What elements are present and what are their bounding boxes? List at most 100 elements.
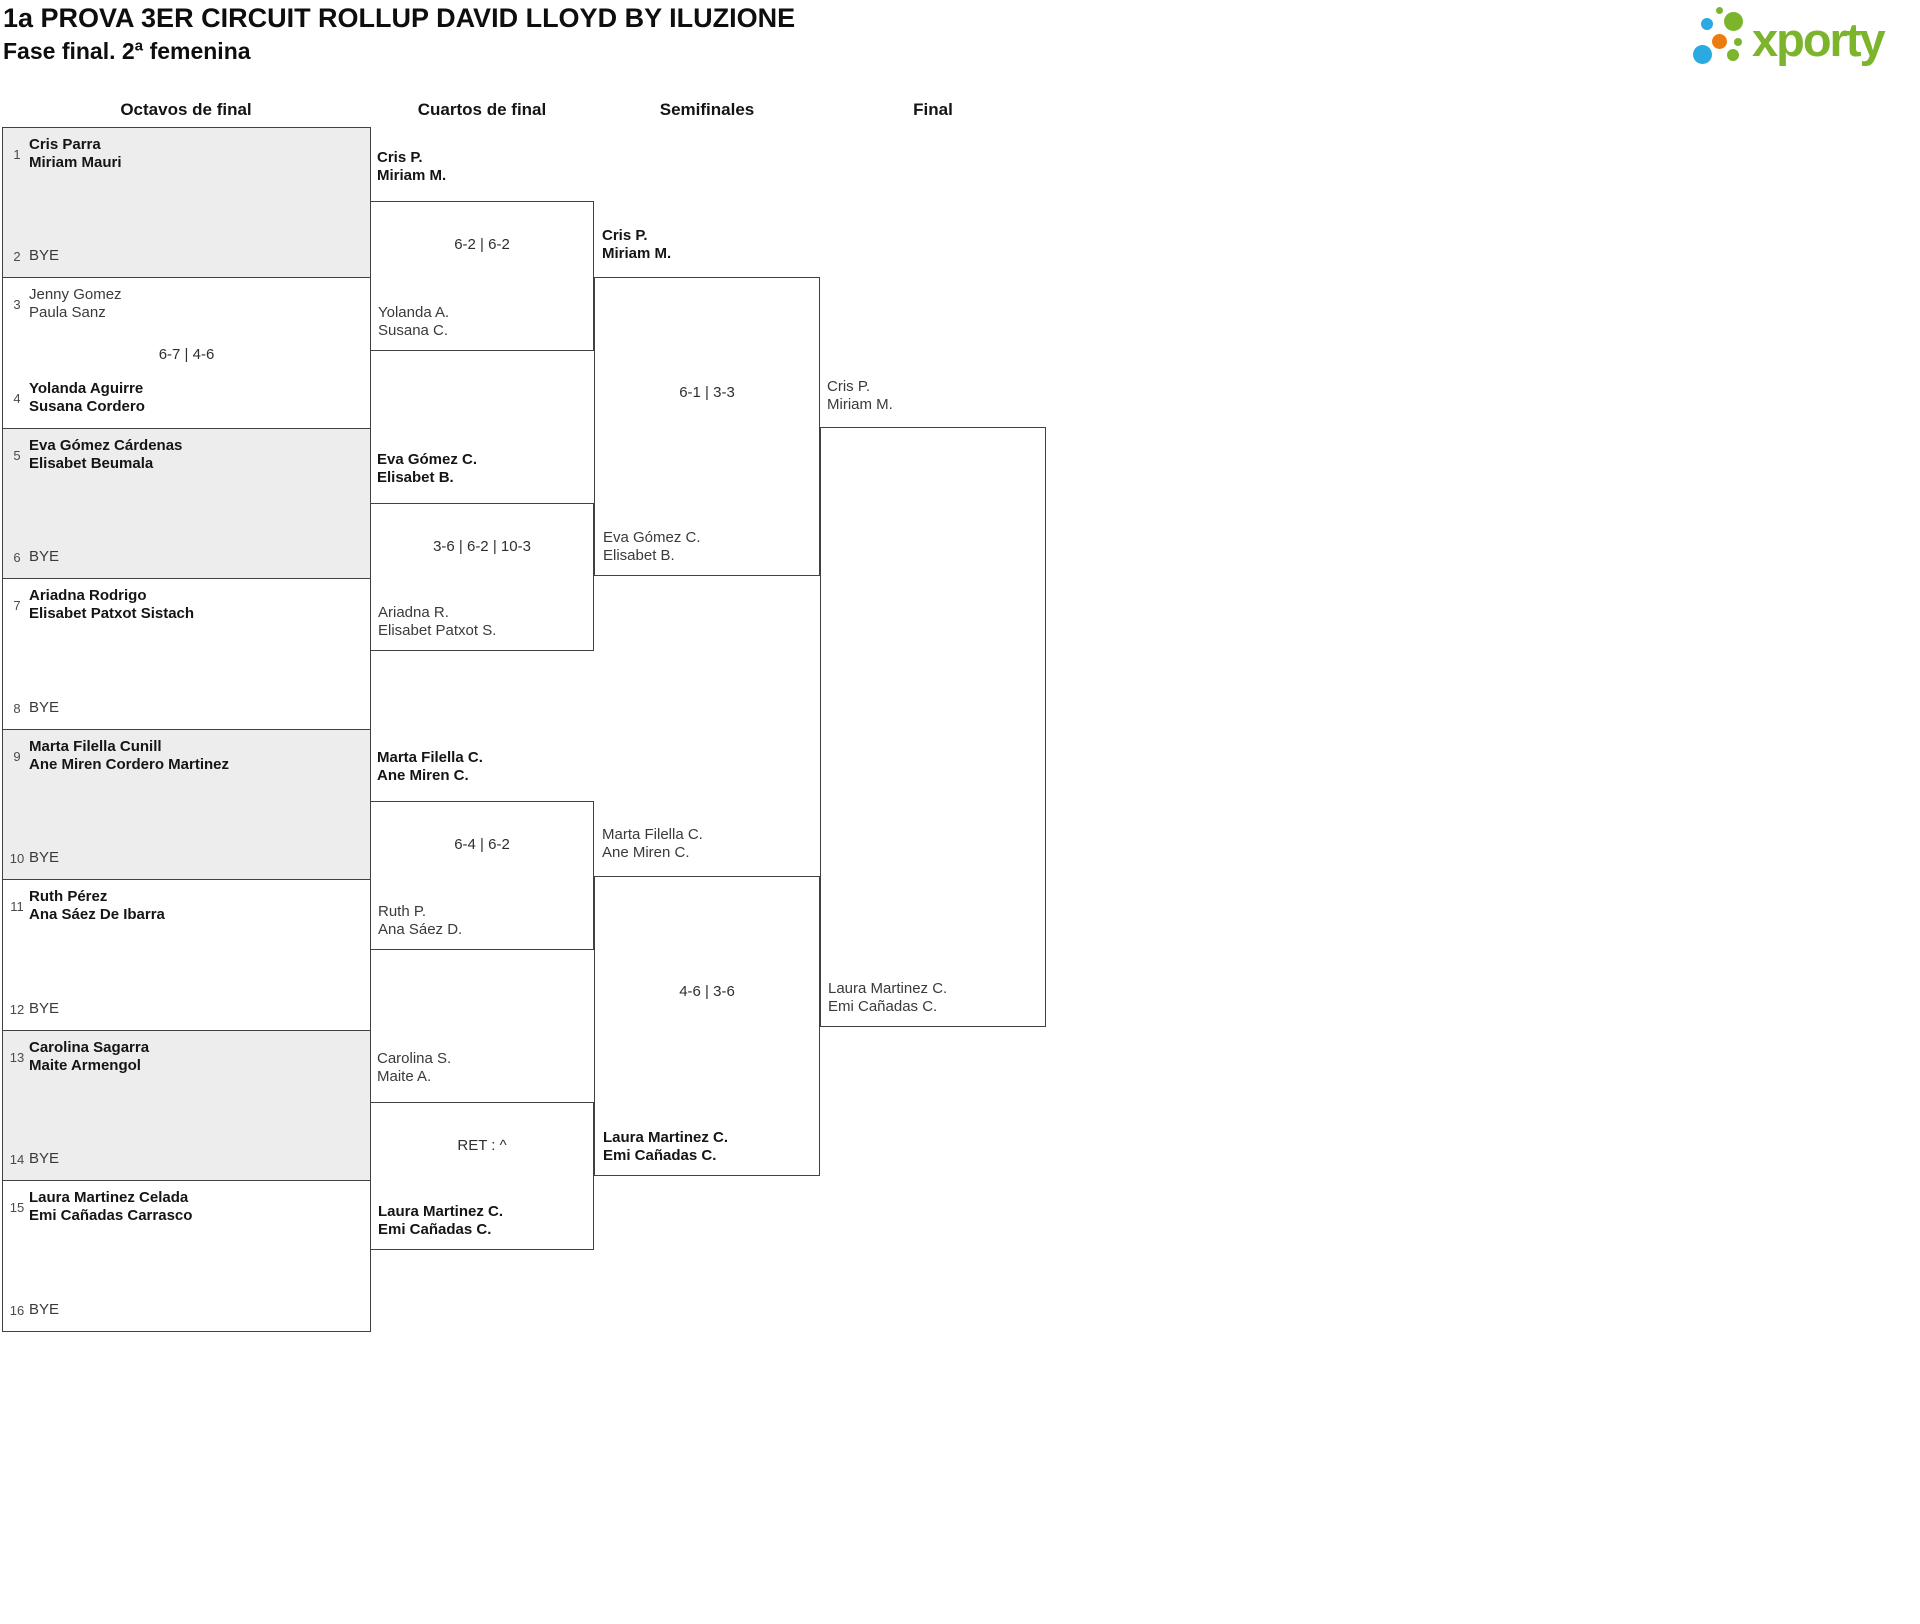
team-name: Ane Miren Cordero Martinez [29,756,230,773]
match-box: 6-4 | 6-2 Ruth P. Ana Sáez D. [370,801,594,950]
seed-number: 2 [13,248,21,264]
bye-label: BYE [29,1000,60,1017]
page-subtitle: Fase final. 2ª femenina [3,38,251,64]
team-name: Emi Cañadas C. [828,998,938,1015]
team-name: Cris P. [602,227,648,244]
team-pair: 15 Laura Martinez Celada Emi Cañadas Car… [7,1189,193,1225]
team-pair: 9 Marta Filella Cunill Ane Miren Cordero… [7,738,229,774]
team-pair: 1 Cris Parra Miriam Mauri [7,136,122,172]
logo-dot-icon [1716,7,1723,14]
seed-number: 5 [13,447,21,463]
advancing-team: Cris P. Miriam M. [827,378,893,414]
team-name: Elisabet Beumala [29,455,154,472]
logo-dot-icon [1727,49,1739,61]
team-pair: 6 BYE [7,548,59,566]
team-pair: 12 BYE [7,1000,59,1018]
team-name: Susana C. [378,322,449,339]
seed-number: 8 [13,700,21,716]
team-name: Marta Filella C. [602,826,703,843]
match-score: 6-4 | 6-2 [454,836,510,853]
advancing-team: Cris P. Miriam M. [377,149,446,185]
match-r16-2: 3 Jenny Gomez Paula Sanz 6-7 | 4-6 4 Yol… [2,277,371,429]
round-header-final: Final [913,100,953,119]
seed-number: 11 [10,898,24,914]
team-name: Emi Cañadas C. [603,1147,717,1164]
page-title: 1a PROVA 3ER CIRCUIT ROLLUP DAVID LLOYD … [3,3,796,33]
seed-number: 14 [9,1151,25,1167]
team-name: Elisabet Patxot Sistach [29,605,195,622]
bye-label: BYE [29,849,60,866]
bye-label: BYE [29,1150,60,1167]
advancing-team: Marta Filella C. Ane Miren C. [377,749,483,785]
match-score: 4-6 | 3-6 [679,983,735,1000]
team-name: Ana Sáez De Ibarra [29,906,165,923]
team-name: Marta Filella Cunill [29,738,162,755]
team-name: Carolina S. [377,1050,452,1067]
team-name: Miriam Mauri [29,154,122,171]
team-name: Ana Sáez D. [378,921,463,938]
advancing-team: Carolina S. Maite A. [377,1050,451,1086]
match-r16-8: 15 Laura Martinez Celada Emi Cañadas Car… [2,1180,371,1332]
team-name: Emi Cañadas C. [378,1221,492,1238]
seed-number: 7 [13,597,21,613]
team-name: Jenny Gomez [29,286,122,303]
advancing-team: Ruth P. Ana Sáez D. [378,903,462,939]
team-name: Eva Gómez C. [377,451,478,468]
seed-number: 6 [13,549,21,565]
match-score: 6-7 | 4-6 [158,346,215,363]
team-name: Miriam M. [602,245,672,262]
team-pair: 8 BYE [7,699,59,717]
logo-wordmark: xporty [1752,13,1886,66]
match-r16-3: 5 Eva Gómez Cárdenas Elisabet Beumala 6 … [2,428,371,579]
team-name: Maite A. [377,1068,432,1085]
team-pair: 10 BYE [7,849,59,867]
seed-number: 3 [13,296,21,312]
team-name: Cris P. [827,378,871,395]
team-name: Elisabet B. [377,469,454,486]
team-name: Paula Sanz [29,304,106,321]
advancing-team: Laura Martinez C. Emi Cañadas C. [828,980,947,1016]
team-pair: 2 BYE [7,247,59,265]
logo-dot-icon [1724,12,1743,31]
team-name: Susana Cordero [29,398,145,415]
team-name: Cris Parra [29,136,101,153]
advancing-team: Ariadna R. Elisabet Patxot S. [378,604,496,640]
match-r16-7: 13 Carolina Sagarra Maite Armengol 14 BY… [2,1030,371,1181]
match-box: 3-6 | 6-2 | 10-3 Ariadna R. Elisabet Pat… [370,503,594,651]
advancing-team: Laura Martinez C. Emi Cañadas C. [378,1203,503,1239]
seed-number: 13 [9,1049,25,1065]
team-pair: 3 Jenny Gomez Paula Sanz [7,286,122,322]
seed-number: 9 [13,748,21,764]
seed-number: 16 [9,1302,25,1318]
logo-dot-icon [1701,18,1713,30]
team-name: Laura Martinez C. [828,980,948,997]
team-name: Laura Martinez C. [603,1129,729,1146]
bye-label: BYE [29,247,60,264]
team-name: Yolanda Aguirre [29,380,144,397]
team-name: Laura Martinez C. [378,1203,504,1220]
match-box: Laura Martinez C. Emi Cañadas C. [820,427,1046,1027]
xporty-logo[interactable]: xporty [1690,2,1915,74]
match-score: 6-1 | 3-3 [679,384,735,401]
team-name: Marta Filella C. [377,749,483,766]
team-name: Miriam M. [377,167,447,184]
advancing-team: Eva Gómez C. Elisabet B. [377,451,477,487]
team-pair: 11 Ruth Pérez Ana Sáez De Ibarra [7,888,165,924]
match-score: 3-6 | 6-2 | 10-3 [433,538,531,555]
team-name: Eva Gómez C. [603,529,701,546]
team-pair: 5 Eva Gómez Cárdenas Elisabet Beumala [7,437,182,473]
seed-number: 15 [9,1199,25,1215]
team-pair: 16 BYE [7,1301,59,1319]
team-name: Maite Armengol [29,1057,141,1074]
team-name: Laura Martinez Celada [29,1189,189,1206]
team-pair: 4 Yolanda Aguirre Susana Cordero [7,380,145,416]
match-r16-4: 7 Ariadna Rodrigo Elisabet Patxot Sistac… [2,578,371,730]
round-header-semifinales: Semifinales [659,100,755,119]
team-name: Emi Cañadas Carrasco [29,1207,193,1224]
team-name: Cris P. [377,149,423,166]
seed-number: 12 [9,1001,25,1017]
team-name: Yolanda A. [378,304,450,321]
advancing-team: Yolanda A. Susana C. [378,304,449,340]
team-name: Eva Gómez Cárdenas [29,437,183,454]
